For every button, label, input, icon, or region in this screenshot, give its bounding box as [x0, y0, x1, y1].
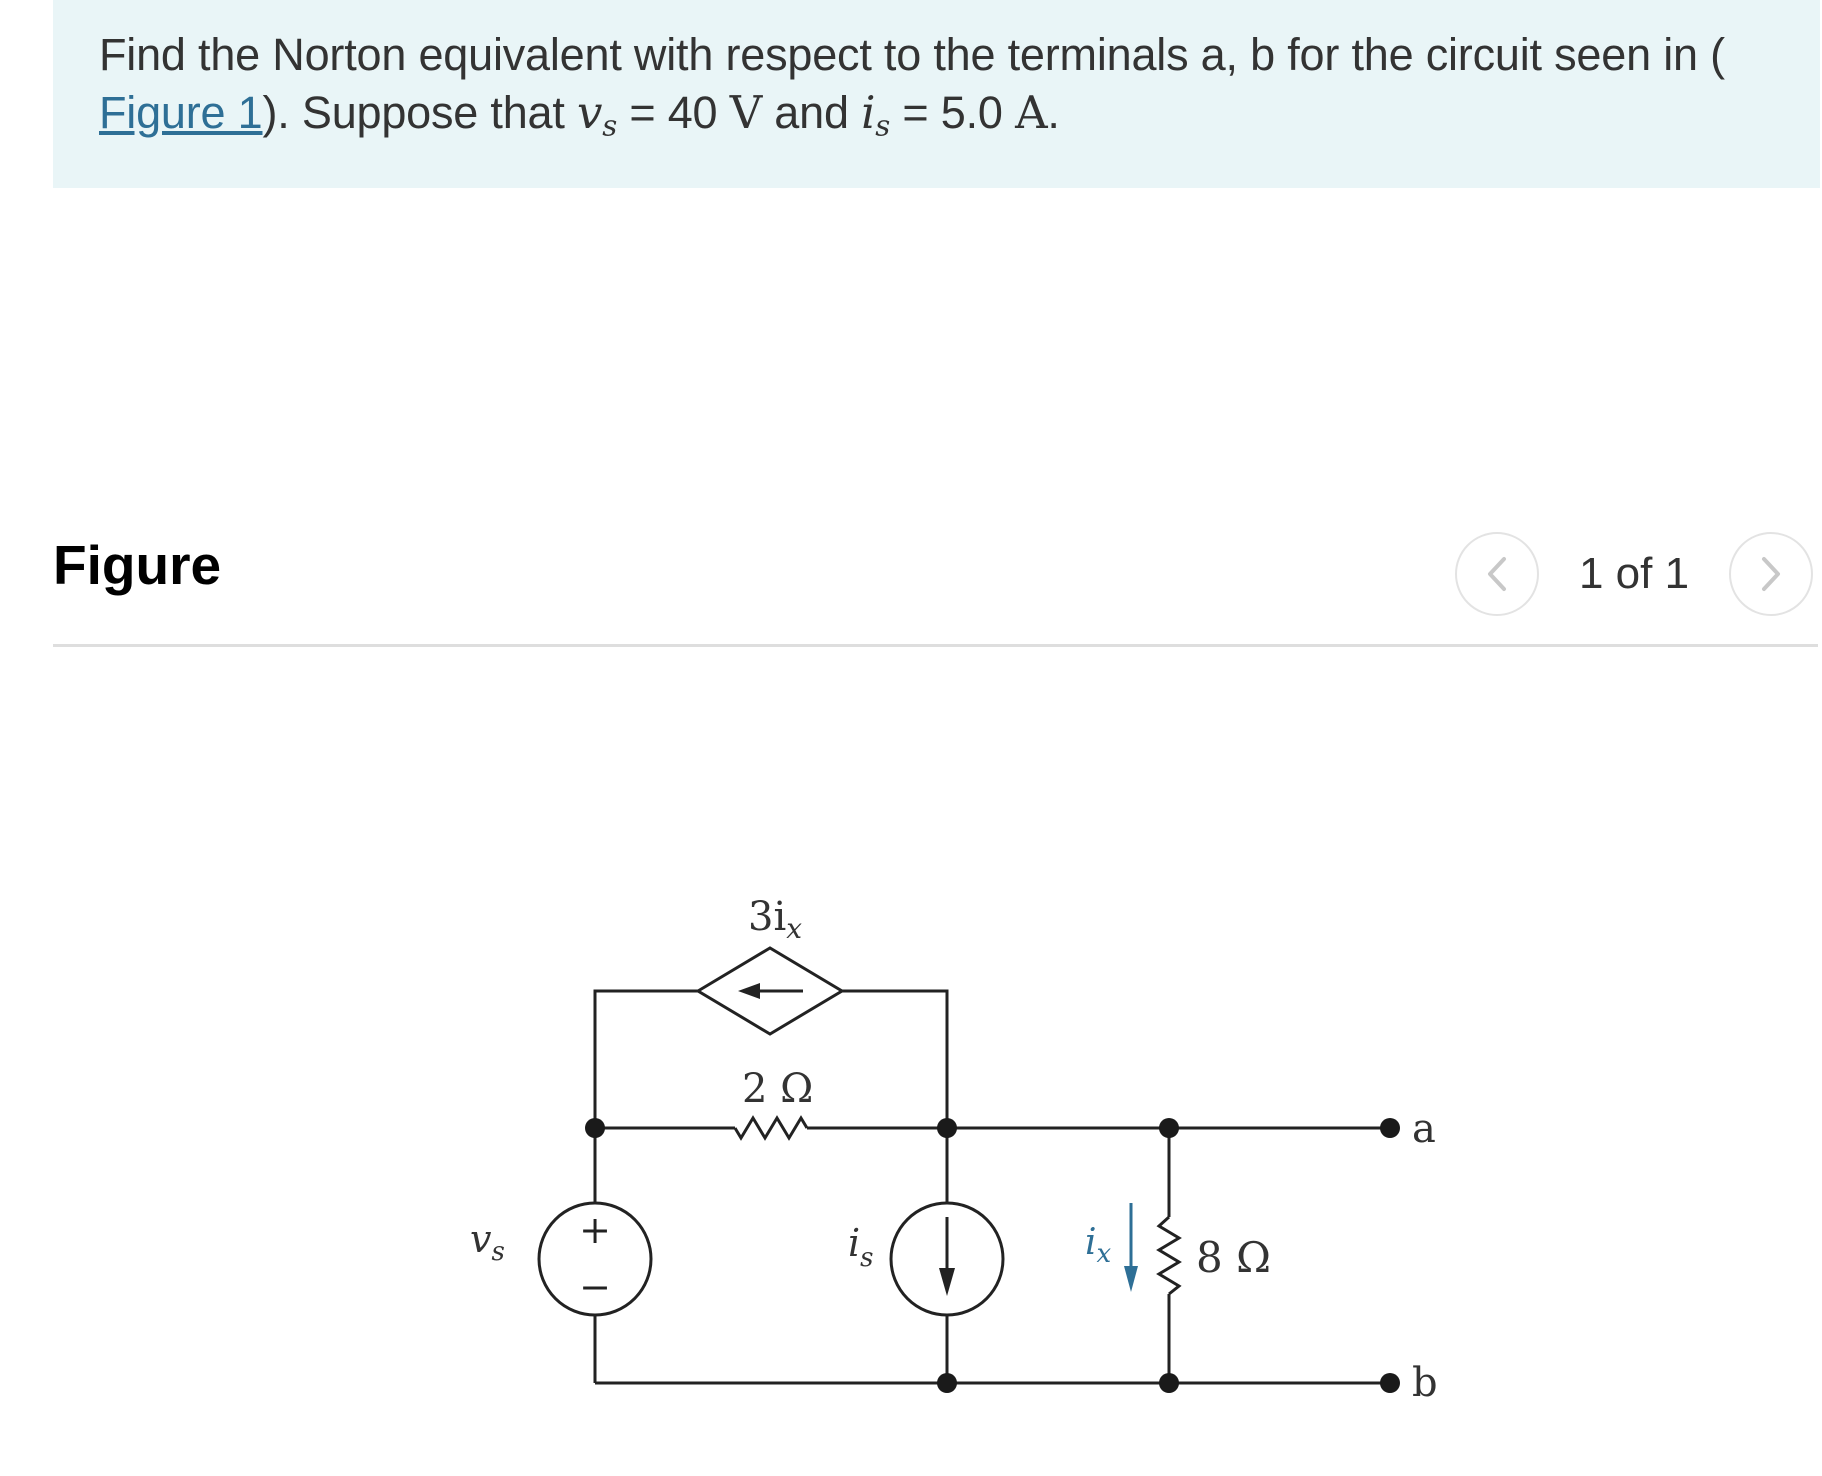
resistor-2-ohm-label: 2 Ω [742, 1066, 813, 1112]
previous-figure-button[interactable] [1455, 532, 1539, 616]
arrow-left-icon [738, 983, 760, 999]
unit-amps: A [1015, 86, 1048, 139]
independent-current-source: is [848, 1201, 1005, 1317]
voltage-source-label: vs [470, 1217, 505, 1267]
figure-pager: 1 of 1 [1455, 530, 1813, 618]
chevron-left-icon [1488, 557, 1506, 591]
current-source-label: is [848, 1221, 874, 1273]
terminal-a-node [1380, 1118, 1400, 1138]
is-value: = 5.0 [890, 87, 1016, 138]
circuit-wires [593, 989, 1390, 1385]
resistor-2-ohm [733, 1115, 809, 1141]
arrow-down-icon [939, 1268, 955, 1296]
terminal-a-label: a [1412, 1106, 1436, 1152]
resistor-8-ohm [1156, 1215, 1182, 1296]
vs-value: = 40 [617, 87, 730, 138]
figure-heading: Figure [53, 534, 222, 596]
figure-page-count: 1 of 1 [1578, 549, 1690, 598]
terminal-b-label: b [1412, 1360, 1438, 1406]
dependent-current-source: 3ix [695, 894, 845, 1036]
circuit-nodes [585, 1118, 1400, 1393]
plus-sign: + [579, 1208, 611, 1252]
ix-label: ix [1085, 1222, 1112, 1269]
prompt-text-segment: . [1047, 87, 1060, 138]
unit-volts: V [729, 86, 763, 139]
resistor-8-ohm-label: 8 Ω [1196, 1233, 1271, 1282]
prompt-text-segment: ). Suppose that [262, 87, 577, 138]
problem-prompt: Find the Norton equivalent with respect … [53, 0, 1820, 188]
prompt-line-1: Find the Norton equivalent with respect … [99, 29, 1725, 80]
figure-1-link[interactable]: Figure 1 [99, 87, 263, 138]
chevron-right-icon [1762, 557, 1780, 591]
figure-divider [53, 644, 1818, 647]
voltage-source: + − vs [470, 1201, 653, 1317]
arrow-down-icon [1124, 1266, 1138, 1292]
vs-symbol: vs [577, 86, 618, 143]
dependent-source-label: 3ix [748, 894, 802, 945]
terminal-b-node [1380, 1373, 1400, 1393]
prompt-text-segment: and [762, 87, 862, 138]
is-symbol: is [861, 86, 891, 143]
minus-sign: − [579, 1265, 611, 1309]
problem-text: Find the Norton equivalent with respect … [99, 26, 1799, 154]
ix-current-indicator: ix [1085, 1203, 1138, 1292]
next-figure-button[interactable] [1729, 532, 1813, 616]
